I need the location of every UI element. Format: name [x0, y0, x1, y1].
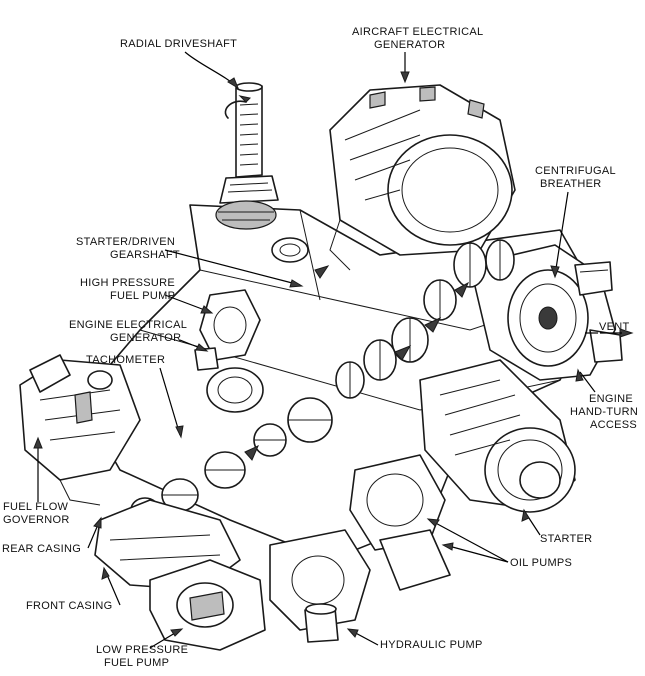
hydraulic-pump — [269, 529, 371, 643]
low-pressure-fuel-pump — [149, 559, 266, 651]
label-hand-turn-line2: HAND-TURN — [570, 406, 638, 418]
label-fuel-flow-line2: GOVERNOR — [3, 514, 70, 526]
labels: RADIAL DRIVESHAFT AIRCRAFT ELECTRICAL GE… — [2, 26, 638, 669]
leader-oil-pumps-b — [444, 544, 509, 563]
label-hydraulic-pump: HYDRAULIC PUMP — [380, 639, 483, 651]
label-hand-turn-line1: ENGINE — [589, 393, 633, 405]
aircraft-electrical-generator — [329, 84, 516, 271]
leader-tachometer — [159, 367, 181, 436]
leader-centrifugal-breather — [554, 191, 569, 276]
oil-pumps — [349, 454, 451, 591]
label-tachometer: TACHOMETER — [86, 354, 165, 366]
label-hp-fuel-pump-line2: FUEL PUMP — [110, 290, 175, 302]
label-hp-fuel-pump-line1: HIGH PRESSURE — [80, 277, 175, 289]
label-starter: STARTER — [540, 533, 592, 545]
leader-starter-driven — [164, 249, 301, 286]
label-hand-turn-line3: ACCESS — [590, 419, 637, 431]
label-fuel-flow-line1: FUEL FLOW — [3, 501, 69, 513]
label-centrifugal-line1: CENTRIFUGAL — [535, 165, 616, 177]
starter-unit — [419, 359, 576, 513]
label-engine-generator-line1: ENGINE ELECTRICAL — [69, 319, 187, 331]
label-rear-casing: REAR CASING — [2, 543, 81, 555]
label-starter-driven-line1: STARTER/DRIVEN — [76, 236, 175, 248]
fuel-flow-governor — [19, 354, 141, 506]
leader-hand-turn — [579, 371, 596, 393]
leader-oil-pumps-a — [429, 519, 509, 563]
label-starter-driven-line2: GEARSHAFT — [110, 249, 180, 261]
label-lp-fuel-pump-line2: FUEL PUMP — [104, 657, 169, 669]
label-engine-generator-line2: GENERATOR — [110, 332, 181, 344]
label-lp-fuel-pump-line1: LOW PRESSURE — [96, 644, 188, 656]
label-centrifugal-line2: BREATHER — [540, 178, 601, 190]
label-aircraft-generator-line1: AIRCRAFT ELECTRICAL — [352, 26, 483, 38]
label-radial-driveshaft: RADIAL DRIVESHAFT — [120, 38, 237, 50]
leader-arrowheads — [33, 71, 634, 638]
label-front-casing: FRONT CASING — [26, 600, 113, 612]
engine-electrical-generator — [206, 367, 264, 413]
label-aircraft-generator-line2: GENERATOR — [374, 39, 445, 51]
high-pressure-fuel-pump — [194, 289, 261, 371]
radial-driveshaft — [215, 82, 279, 230]
label-oil-pumps: OIL PUMPS — [510, 557, 572, 569]
gear-train — [130, 237, 515, 523]
